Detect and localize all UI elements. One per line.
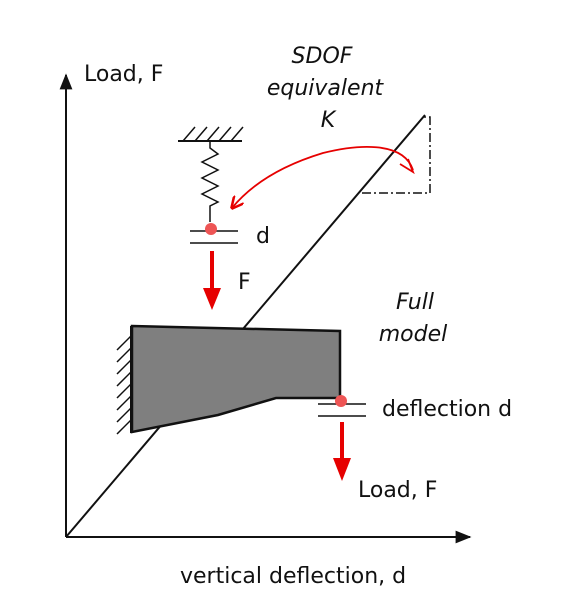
tip-point: [335, 395, 347, 407]
stiffness-link-arrow: [232, 146, 414, 208]
sdof-deflection-label: d: [256, 224, 270, 249]
sdof-force-label: F: [238, 270, 251, 295]
full-model-title-line1: Full: [396, 290, 434, 315]
tip-load-arrowhead: [333, 458, 351, 481]
x-axis-label: vertical deflection, d: [180, 564, 407, 589]
sdof-title-line1: SDOF: [291, 44, 353, 69]
spring-coil: [200, 141, 220, 222]
stiffness-label: K: [320, 108, 336, 133]
sdof-title-line2: equivalent: [266, 76, 384, 101]
y-axis-label: Load, F: [84, 62, 164, 87]
tip-deflection-label: deflection d: [382, 397, 513, 422]
spring-support: [178, 126, 244, 142]
sdof-force-arrowhead: [203, 288, 221, 310]
cantilever-beam: [130, 324, 342, 434]
full-model-title-line2: model: [378, 322, 448, 347]
load-deflection-line: [65, 114, 426, 538]
stiffness-link-arrowhead-right: [399, 158, 415, 175]
wall-support: [116, 326, 132, 435]
slope-triangle: [362, 116, 431, 194]
sdof-mass-point: [205, 223, 217, 235]
tip-load-label: Load, F: [358, 478, 438, 503]
